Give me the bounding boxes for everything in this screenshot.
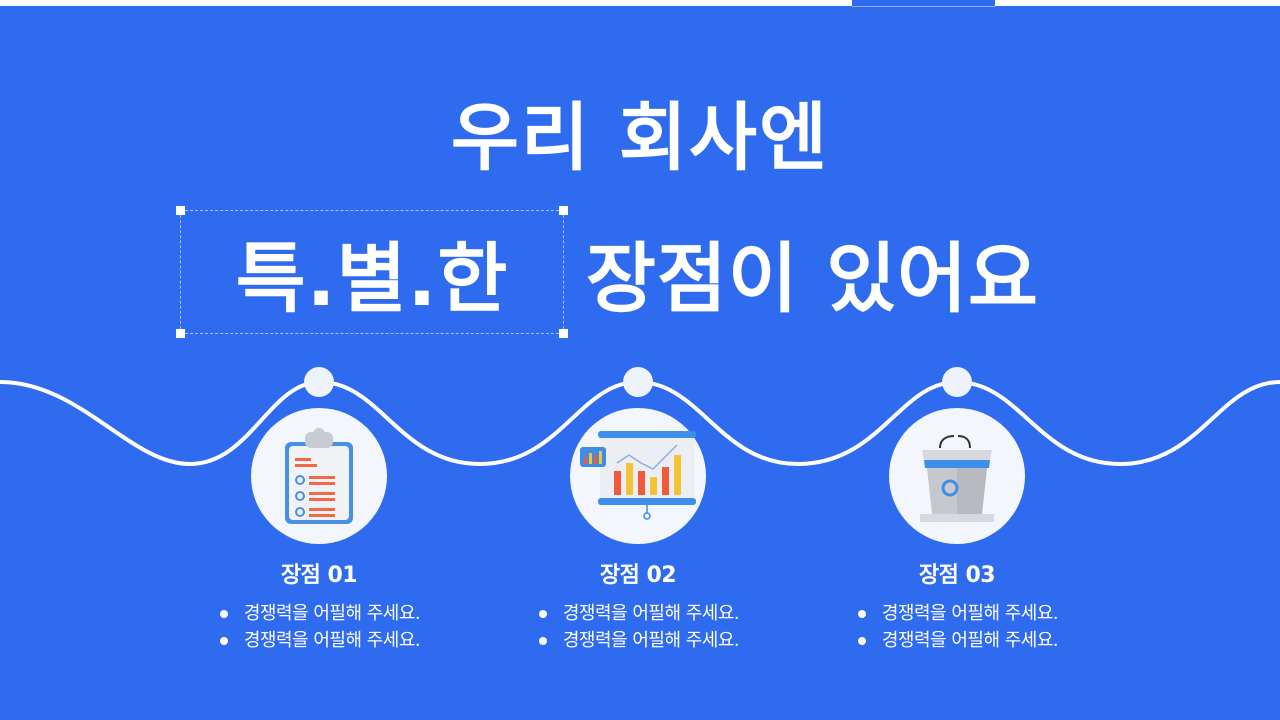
feature-card-3: 장점 03 경쟁력을 어필해 주세요. 경쟁력을 어필해 주세요. [797, 556, 1117, 654]
timeline-node-2 [623, 367, 653, 397]
feature-title: 장점 02 [599, 563, 677, 588]
bullet-item: 경쟁력을 어필해 주세요. [856, 600, 1059, 627]
bullet-item: 경쟁력을 어필해 주세요. [856, 627, 1059, 654]
title-line-2: 특.별.한 장점이 있어요 [0, 206, 1280, 338]
title-line-2-rest: 장점이 있어요 [586, 234, 1039, 323]
bullet-item: 경쟁력을 어필해 주세요. [537, 600, 740, 627]
bullet-item: 경쟁력을 어필해 주세요. [218, 627, 421, 654]
feature-card-2: 장점 02 경쟁력을 어필해 주세요. 경쟁력을 어필해 주세요. [478, 556, 798, 654]
resize-handle-bottom-left[interactable] [176, 329, 185, 338]
feature-bullets: 경쟁력을 어필해 주세요. 경쟁력을 어필해 주세요. [856, 600, 1059, 654]
clipboard-checklist-icon [285, 428, 353, 524]
resize-handle-top-right[interactable] [559, 206, 568, 215]
timeline-node-1 [304, 367, 334, 397]
feature-bullets: 경쟁력을 어필해 주세요. 경쟁력을 어필해 주세요. [537, 600, 740, 654]
feature-title: 장점 01 [280, 563, 358, 588]
timeline-node-3 [942, 367, 972, 397]
feature-icon-circle-3 [889, 408, 1025, 544]
feature-card-1: 장점 01 경쟁력을 어필해 주세요. 경쟁력을 어필해 주세요. [159, 556, 479, 654]
selection-box[interactable] [176, 206, 568, 338]
feature-bullets: 경쟁력을 어필해 주세요. 경쟁력을 어필해 주세요. [218, 600, 421, 654]
title-line-1: 우리 회사엔 [450, 95, 830, 181]
top-strip [0, 0, 1280, 6]
resize-handle-bottom-right[interactable] [559, 329, 568, 338]
resize-handle-top-left[interactable] [176, 206, 185, 215]
presentation-chart-icon [580, 431, 696, 520]
podium-icon [920, 435, 994, 522]
bullet-item: 경쟁력을 어필해 주세요. [218, 600, 421, 627]
feature-title: 장점 03 [918, 563, 996, 588]
highlight-text[interactable]: 특.별.한 [235, 234, 509, 323]
feature-icon-circle-1 [251, 408, 387, 544]
feature-icon-circle-2 [570, 408, 706, 544]
top-tab-indicator [852, 0, 995, 7]
bullet-item: 경쟁력을 어필해 주세요. [537, 627, 740, 654]
